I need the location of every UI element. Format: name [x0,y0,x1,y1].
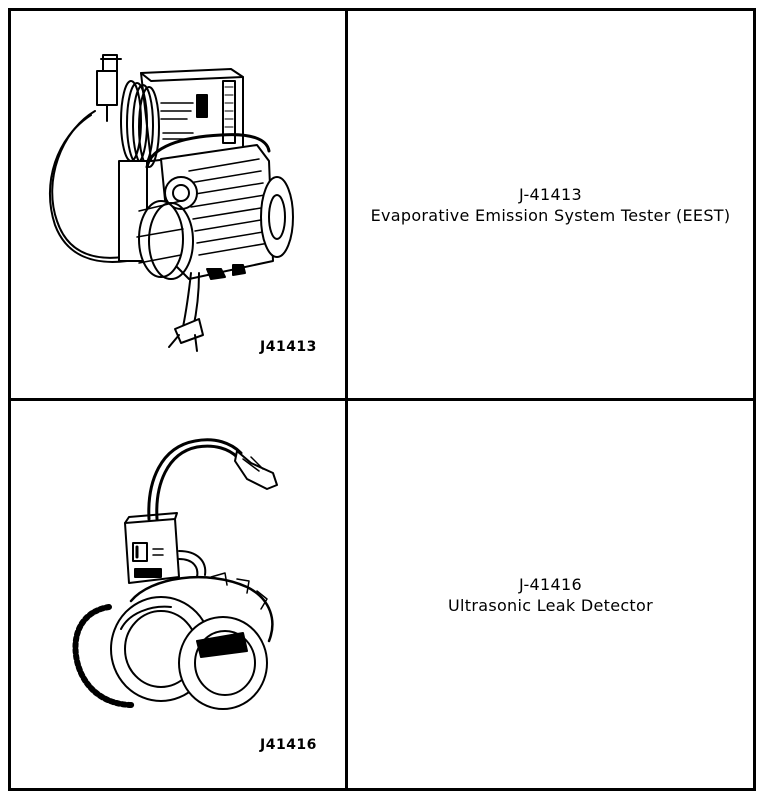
tool-name: Ultrasonic Leak Detector [448,595,653,615]
eest-tester-illustration [11,11,345,398]
tool-description-cell: J-41413 Evaporative Emission System Test… [348,11,753,398]
ultrasonic-leak-detector-illustration [11,401,345,788]
tool-number: J-41413 [519,184,582,204]
tool-description-cell: J-41416 Ultrasonic Leak Detector [348,401,753,788]
tool-row: J41416 J-41416 Ultrasonic Leak Detector [11,401,753,788]
image-reference-code: J41416 [260,737,317,753]
tool-name: Evaporative Emission System Tester (EEST… [370,205,731,225]
tool-number: J-41416 [519,574,582,594]
tool-image-cell: J41413 [11,11,348,398]
image-reference-code: J41413 [260,339,317,355]
special-tools-table: J41413 J-41413 Evaporative Emission Syst… [8,8,756,791]
tool-image-cell: J41416 [11,401,348,788]
tool-row: J41413 J-41413 Evaporative Emission Syst… [11,11,753,401]
